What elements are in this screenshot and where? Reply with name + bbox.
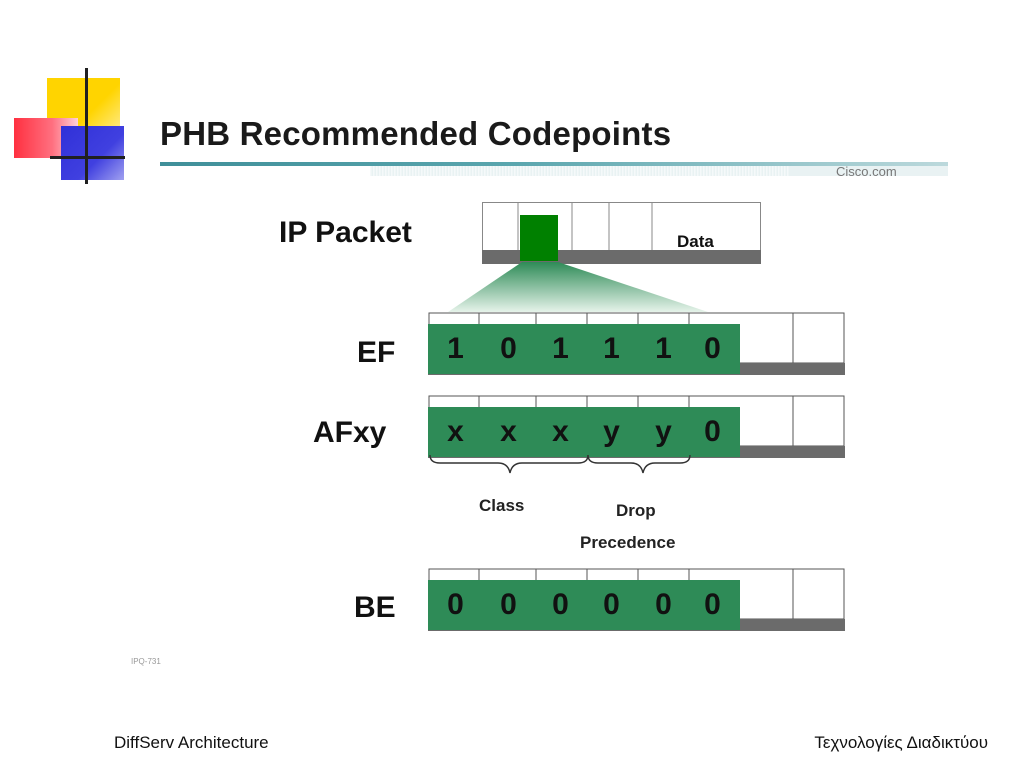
ip-packet-label: IP Packet [279,216,412,249]
afxy-bit-1: x [447,415,464,448]
footer-right-text: Τεχνολογίες Διαδικτύου [814,733,988,752]
afxy-label: AFxy [313,416,387,449]
afxy-bit-6: 0 [704,415,721,448]
ef-bit-6: 0 [704,332,721,365]
cisco-brand-text: Cisco.com [836,164,897,179]
be-byte: 0 0 0 0 0 0 [428,568,845,632]
zoom-cone [448,262,708,312]
ef-bit-2: 0 [500,332,517,365]
title-underline-bar [160,162,948,176]
ef-byte: 1 0 1 1 1 0 [428,312,845,376]
drop-label: Drop [616,501,656,520]
afxy-bit-5: y [655,415,672,448]
ef-bit-1: 1 [447,332,464,365]
packet-data-label: Data [677,232,714,251]
footer-left-text: DiffServ Architecture [114,733,269,752]
afxy-byte: x x x y y 0 [428,395,845,459]
class-drop-braces [429,454,691,474]
afxy-bit-4: y [603,415,620,448]
be-bit-4: 0 [603,588,620,621]
logo-crosshair-horizontal [50,156,125,159]
ef-label: EF [357,336,396,369]
ip-packet-diagram [482,202,761,264]
logo-square-blue [61,126,124,180]
be-bit-1: 0 [447,588,464,621]
class-label: Class [479,496,525,515]
be-label: BE [354,591,396,624]
ef-bit-3: 1 [552,332,569,365]
precedence-label: Precedence [580,533,676,552]
be-bit-2: 0 [500,588,517,621]
be-bit-5: 0 [655,588,672,621]
be-bit-6: 0 [704,588,721,621]
be-bit-3: 0 [552,588,569,621]
ef-bit-4: 1 [603,332,620,365]
ef-bit-5: 1 [655,332,672,365]
afxy-bit-2: x [500,415,517,448]
afxy-bit-3: x [552,415,569,448]
slide-title: PHB Recommended Codepoints [160,115,672,152]
source-reference: IPQ-731 [131,657,161,666]
logo-crosshair-vertical [85,68,88,184]
